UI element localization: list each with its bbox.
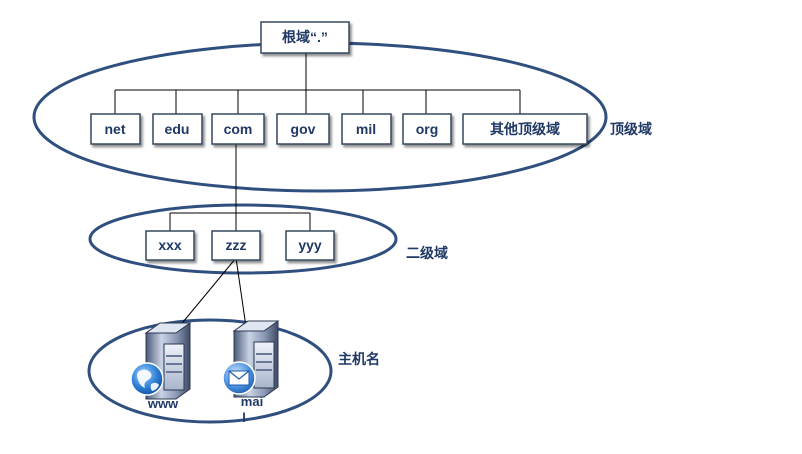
- mail-icon: [222, 361, 256, 395]
- second-level-label: 二级域: [406, 245, 448, 261]
- server-www: www: [130, 322, 192, 411]
- sld-yyy: yyy: [285, 230, 335, 261]
- tld-edu-label: edu: [165, 121, 190, 137]
- tld-gov: gov: [276, 113, 330, 145]
- host-level-label: 主机名: [338, 351, 380, 367]
- tld-other-label: 其他顶级域: [490, 121, 560, 137]
- sld-zzz-label: zzz: [226, 237, 247, 253]
- tld-gov-label: gov: [291, 121, 316, 137]
- tld-mil: mil: [341, 113, 392, 145]
- host-mail-label-line2: l: [242, 410, 246, 425]
- sld-zzz: zzz: [211, 230, 261, 261]
- tld-other: 其他顶级域: [462, 113, 588, 145]
- tld-org: org: [402, 113, 452, 145]
- host-ellipse: [87, 318, 333, 424]
- sld-xxx-label: xxx: [158, 237, 182, 253]
- sld-xxx: xxx: [145, 230, 195, 261]
- server-icon: [144, 322, 192, 400]
- globe-icon: [130, 362, 164, 396]
- second-level-ellipse: [88, 203, 398, 275]
- tld-org-label: org: [416, 121, 439, 137]
- root-label: 根域“.”: [282, 29, 328, 45]
- tld-com-label: com: [224, 121, 253, 137]
- tld-com: com: [211, 113, 265, 145]
- sld-yyy-label: yyy: [298, 237, 322, 253]
- root-node: 根域“.”: [260, 21, 350, 54]
- server-mail: mai l: [222, 320, 280, 425]
- tld-mil-label: mil: [356, 121, 376, 137]
- host-mail-label: mai: [241, 394, 263, 409]
- top-level-label: 顶级域: [610, 121, 652, 137]
- tld-edu: edu: [152, 113, 203, 145]
- tld-net: net: [90, 113, 141, 145]
- tld-net-label: net: [105, 121, 126, 137]
- host-www-label: www: [147, 396, 179, 411]
